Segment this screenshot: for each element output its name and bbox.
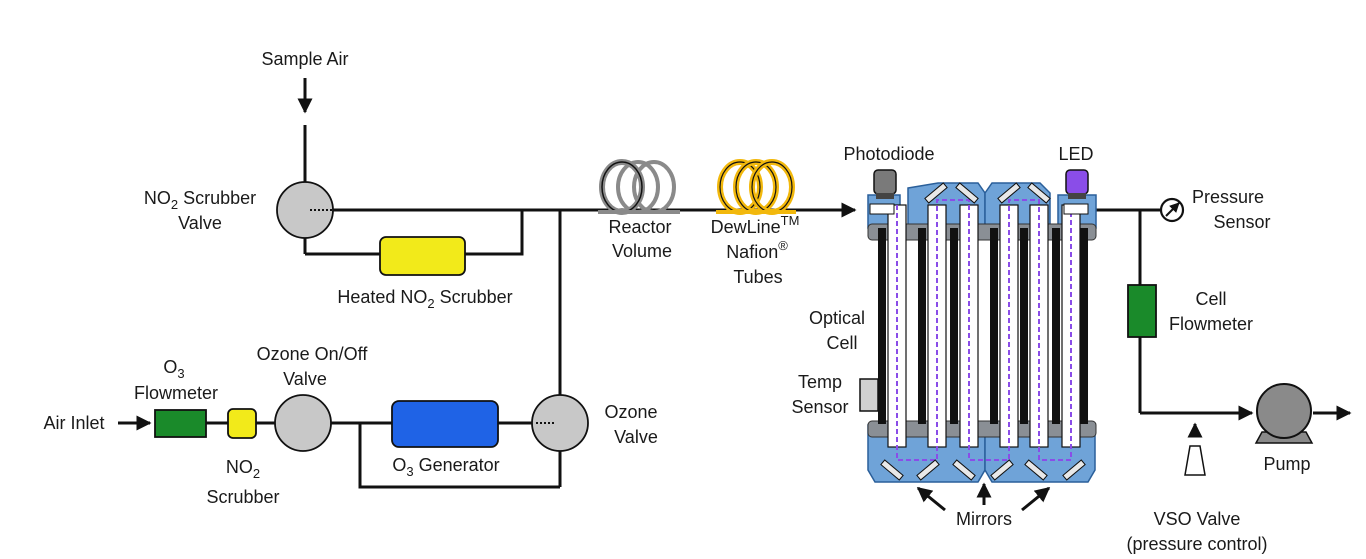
ozone-onoff-valve[interactable] (274, 394, 332, 452)
label-ozone-valve: Ozone (604, 402, 657, 422)
label-ozone-onoff-2: Valve (283, 369, 327, 389)
label-nafion: Nafion® (726, 238, 788, 262)
label-o3-generator: O3 Generator (392, 455, 499, 479)
label-reactor-volume-2: Volume (612, 241, 672, 261)
label-optical-cell: Optical (809, 308, 865, 328)
pump (1254, 383, 1314, 444)
photodiode (873, 169, 897, 199)
label-optical-cell-2: Cell (826, 333, 857, 353)
label-reactor-volume: Reactor (608, 217, 671, 237)
optical-cell (867, 182, 1097, 483)
label-cell-flowmeter-2: Flowmeter (1169, 314, 1253, 334)
vso-valve (1184, 445, 1206, 476)
label-ozone-valve-2: Valve (614, 427, 658, 447)
label-no2-scrubber-small-2: Scrubber (206, 487, 279, 507)
no2-scrubber-valve[interactable] (276, 181, 334, 239)
label-pressure-sensor-2: Sensor (1213, 212, 1270, 232)
label-vso-valve-2: (pressure control) (1126, 534, 1267, 554)
mirror-arrow-left (916, 486, 946, 512)
label-o3-flowmeter-2: Flowmeter (134, 383, 218, 403)
label-o3-flowmeter: O3 (163, 357, 184, 381)
label-photodiode: Photodiode (843, 144, 934, 164)
label-temp-sensor: Temp (798, 372, 842, 392)
led (1065, 169, 1089, 199)
cell-flowmeter (1127, 284, 1157, 338)
reactor-volume-coil (598, 159, 680, 215)
label-pump: Pump (1263, 454, 1310, 474)
heated-no2-scrubber (379, 236, 466, 276)
dewline-nafion-coil (716, 159, 796, 215)
o3-flowmeter (154, 409, 207, 438)
no2-scrubber-small (227, 408, 257, 439)
ozone-valve[interactable] (531, 394, 589, 452)
label-sample-air: Sample Air (261, 49, 348, 69)
label-ozone-onoff: Ozone On/Off (257, 344, 369, 364)
label-pressure-sensor: Pressure (1192, 187, 1264, 207)
label-heated-no2-scrubber: Heated NO2 Scrubber (337, 287, 512, 311)
label-no2-scrubber-valve-2: Valve (178, 213, 222, 233)
label-air-inlet: Air Inlet (43, 413, 104, 433)
mirror-arrow-right (1021, 486, 1051, 512)
label-mirrors: Mirrors (956, 509, 1012, 529)
label-tubes: Tubes (733, 267, 782, 287)
label-vso-valve: VSO Valve (1154, 509, 1241, 529)
pressure-sensor (1159, 197, 1185, 223)
label-no2-scrubber-valve: NO2 Scrubber (144, 188, 256, 212)
label-cell-flowmeter: Cell (1195, 289, 1226, 309)
label-temp-sensor-2: Sensor (791, 397, 848, 417)
label-dewline: DewLineTM (711, 213, 800, 237)
label-led: LED (1058, 144, 1093, 164)
label-no2-scrubber-small: NO2 (226, 457, 260, 481)
temp-sensor (859, 378, 879, 412)
o3-generator (391, 400, 499, 448)
